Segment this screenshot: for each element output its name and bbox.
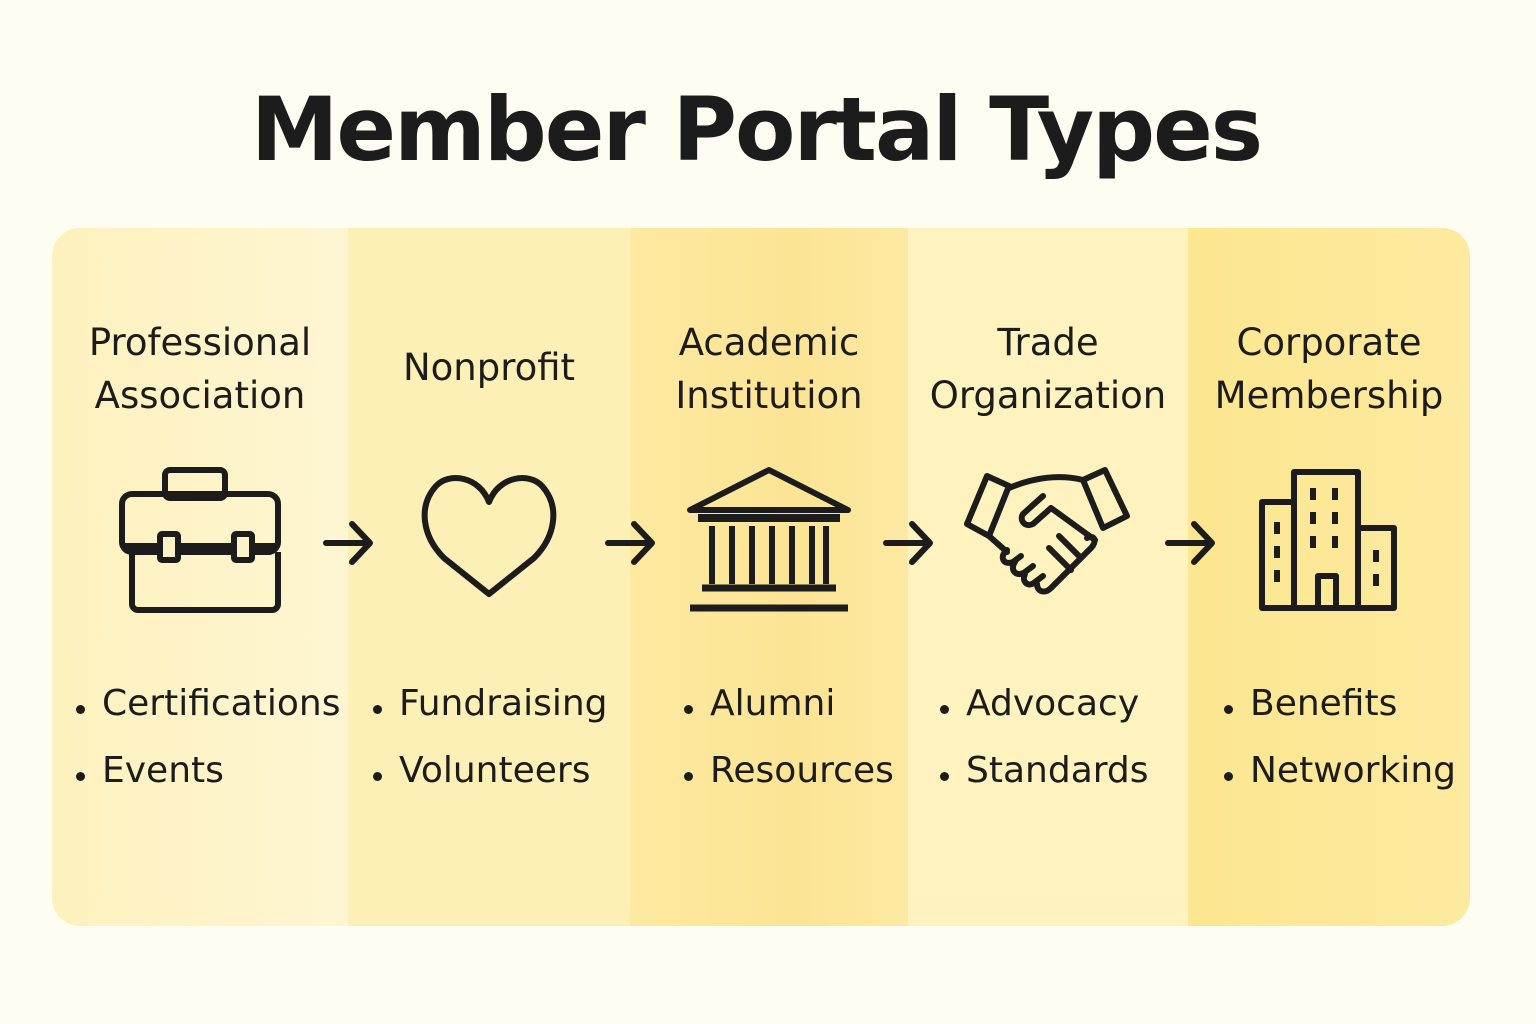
- feature-list: Benefits Networking: [1224, 683, 1456, 817]
- briefcase-icon: [119, 467, 281, 613]
- handshake-icon: [964, 467, 1130, 595]
- feature-list: Alumni Resources: [684, 683, 894, 817]
- list-item: Certifications: [75, 683, 340, 750]
- column-heading: Nonprofit: [348, 341, 630, 394]
- arrow-right-icon: [883, 521, 933, 565]
- page-title: Member Portal Types: [250, 78, 1263, 181]
- institution-icon: [687, 467, 851, 612]
- heading-line: Organization: [929, 374, 1167, 417]
- column-nonprofit: Nonprofit Fundraising Volunteers: [348, 228, 630, 926]
- feature-list: Advocacy Standards: [940, 683, 1149, 817]
- heart-icon: [421, 475, 557, 597]
- heading-line: Academic: [678, 321, 860, 364]
- heading-line: Nonprofit: [402, 346, 576, 389]
- feature-list: Certifications Events: [75, 683, 340, 817]
- building-icon: [1259, 469, 1397, 611]
- arrow-right-icon: [605, 521, 655, 565]
- heading-line: Association: [94, 374, 306, 417]
- heading-line: Corporate: [1236, 321, 1422, 364]
- arrow-right-icon: [1165, 521, 1215, 565]
- list-item: Volunteers: [373, 750, 608, 817]
- list-item: Fundraising: [373, 683, 608, 750]
- list-item: Benefits: [1224, 683, 1456, 750]
- heading-line: Trade: [997, 321, 1099, 364]
- arrow-right-icon: [323, 521, 373, 565]
- list-item: Advocacy: [940, 683, 1149, 750]
- list-item: Standards: [940, 750, 1149, 817]
- list-item: Networking: [1224, 750, 1456, 817]
- list-item: Resources: [684, 750, 894, 817]
- heading-line: Institution: [675, 374, 863, 417]
- feature-list: Fundraising Volunteers: [373, 683, 608, 817]
- heading-line: Membership: [1214, 374, 1444, 417]
- list-item: Events: [75, 750, 340, 817]
- heading-line: Professional: [88, 321, 312, 364]
- list-item: Alumni: [684, 683, 894, 750]
